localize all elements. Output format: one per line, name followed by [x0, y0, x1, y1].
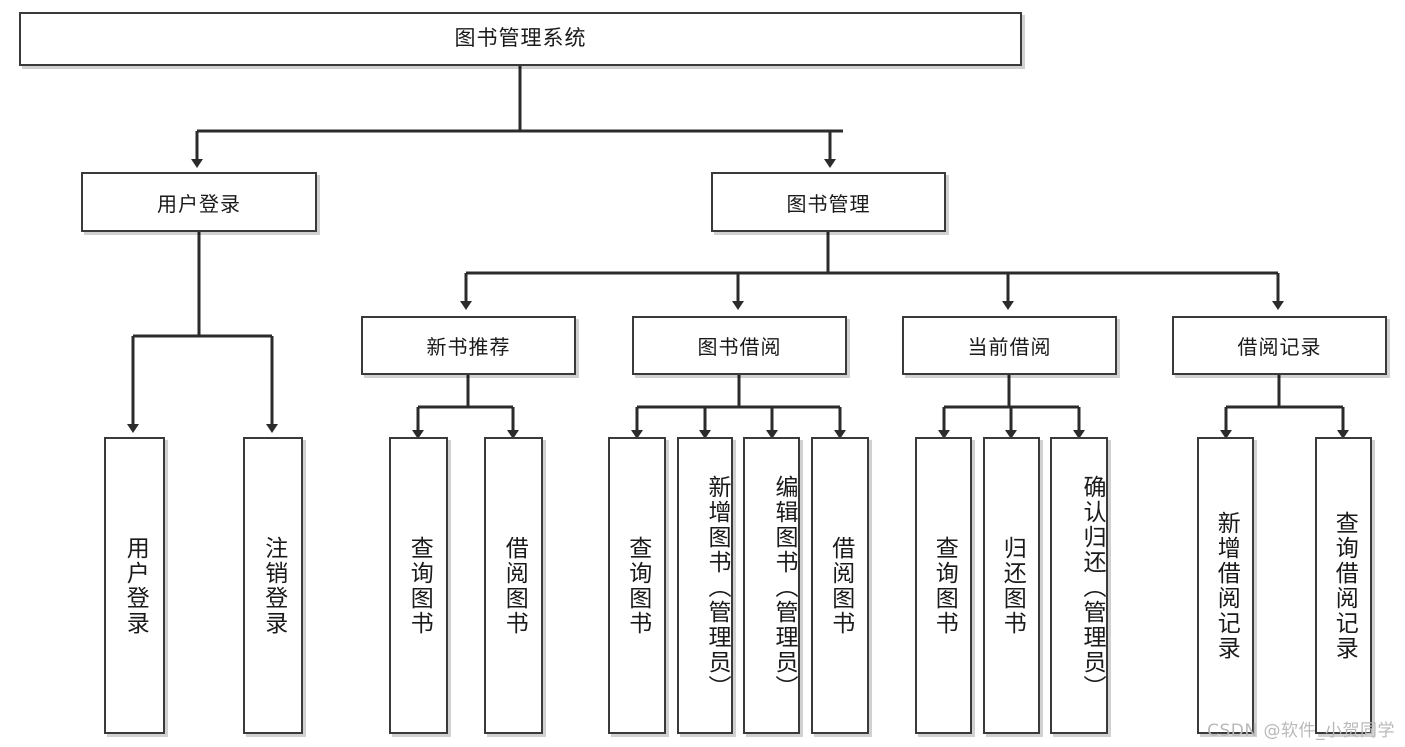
leaf-return-book[interactable]: 归还图书 — [983, 437, 1040, 734]
watermark: CSDN @软件_小贺同学 — [1207, 721, 1395, 741]
node-label: 归还图书 — [999, 535, 1026, 636]
leaf-borrow-book[interactable]: 借阅图书 — [811, 437, 869, 734]
leaf-confirm-return-admin[interactable]: 确认归还（管理员） — [1050, 437, 1108, 734]
node-label: 图书管理系统 — [454, 26, 587, 51]
leaf-edit-book-admin[interactable]: 编辑图书（管理员） — [743, 437, 800, 734]
node-label: 新增借阅记录 — [1213, 510, 1240, 661]
node-label: 借阅记录 — [1237, 335, 1322, 359]
node-current-borrow[interactable]: 当前借阅 — [902, 316, 1117, 375]
leaf-add-book-admin[interactable]: 新增图书（管理员） — [677, 437, 733, 734]
node-label: 查询图书 — [931, 535, 958, 636]
leaf-query-book-current[interactable]: 查询图书 — [915, 437, 972, 734]
node-label: 新书推荐 — [426, 335, 511, 359]
node-label: 图书借阅 — [697, 335, 782, 359]
node-label: 查询图书 — [406, 535, 433, 636]
leaf-user-logout[interactable]: 注销登录 — [243, 437, 303, 734]
leaf-query-book-borrow[interactable]: 查询图书 — [608, 437, 666, 734]
leaf-borrow-book-recommend[interactable]: 借阅图书 — [484, 437, 543, 734]
node-label: 用户登录 — [157, 191, 241, 216]
leaf-add-borrow-record[interactable]: 新增借阅记录 — [1197, 437, 1254, 734]
node-label: 编辑图书（管理员） — [771, 475, 797, 700]
node-label: 用户登录 — [122, 535, 149, 636]
node-book-borrow[interactable]: 图书借阅 — [632, 316, 847, 375]
node-user-login[interactable]: 用户登录 — [81, 172, 317, 232]
node-label: 确认归还（管理员） — [1079, 475, 1105, 700]
node-label: 查询图书 — [624, 535, 651, 636]
node-borrow-record[interactable]: 借阅记录 — [1172, 316, 1387, 375]
node-label: 注销登录 — [260, 535, 287, 636]
leaf-query-borrow-record[interactable]: 查询借阅记录 — [1315, 437, 1372, 734]
leaf-query-book-recommend[interactable]: 查询图书 — [389, 437, 448, 734]
node-book-management[interactable]: 图书管理 — [711, 172, 946, 232]
node-label: 当前借阅 — [967, 335, 1052, 359]
node-label: 新增图书（管理员） — [704, 475, 730, 700]
node-new-book-recommend[interactable]: 新书推荐 — [361, 316, 576, 375]
leaf-user-login[interactable]: 用户登录 — [104, 437, 165, 734]
node-label: 图书管理 — [786, 191, 871, 216]
node-label: 查询借阅记录 — [1331, 510, 1358, 661]
node-label: 借阅图书 — [501, 535, 528, 636]
node-root-book-management-system[interactable]: 图书管理系统 — [19, 12, 1022, 66]
node-label: 借阅图书 — [827, 535, 854, 636]
